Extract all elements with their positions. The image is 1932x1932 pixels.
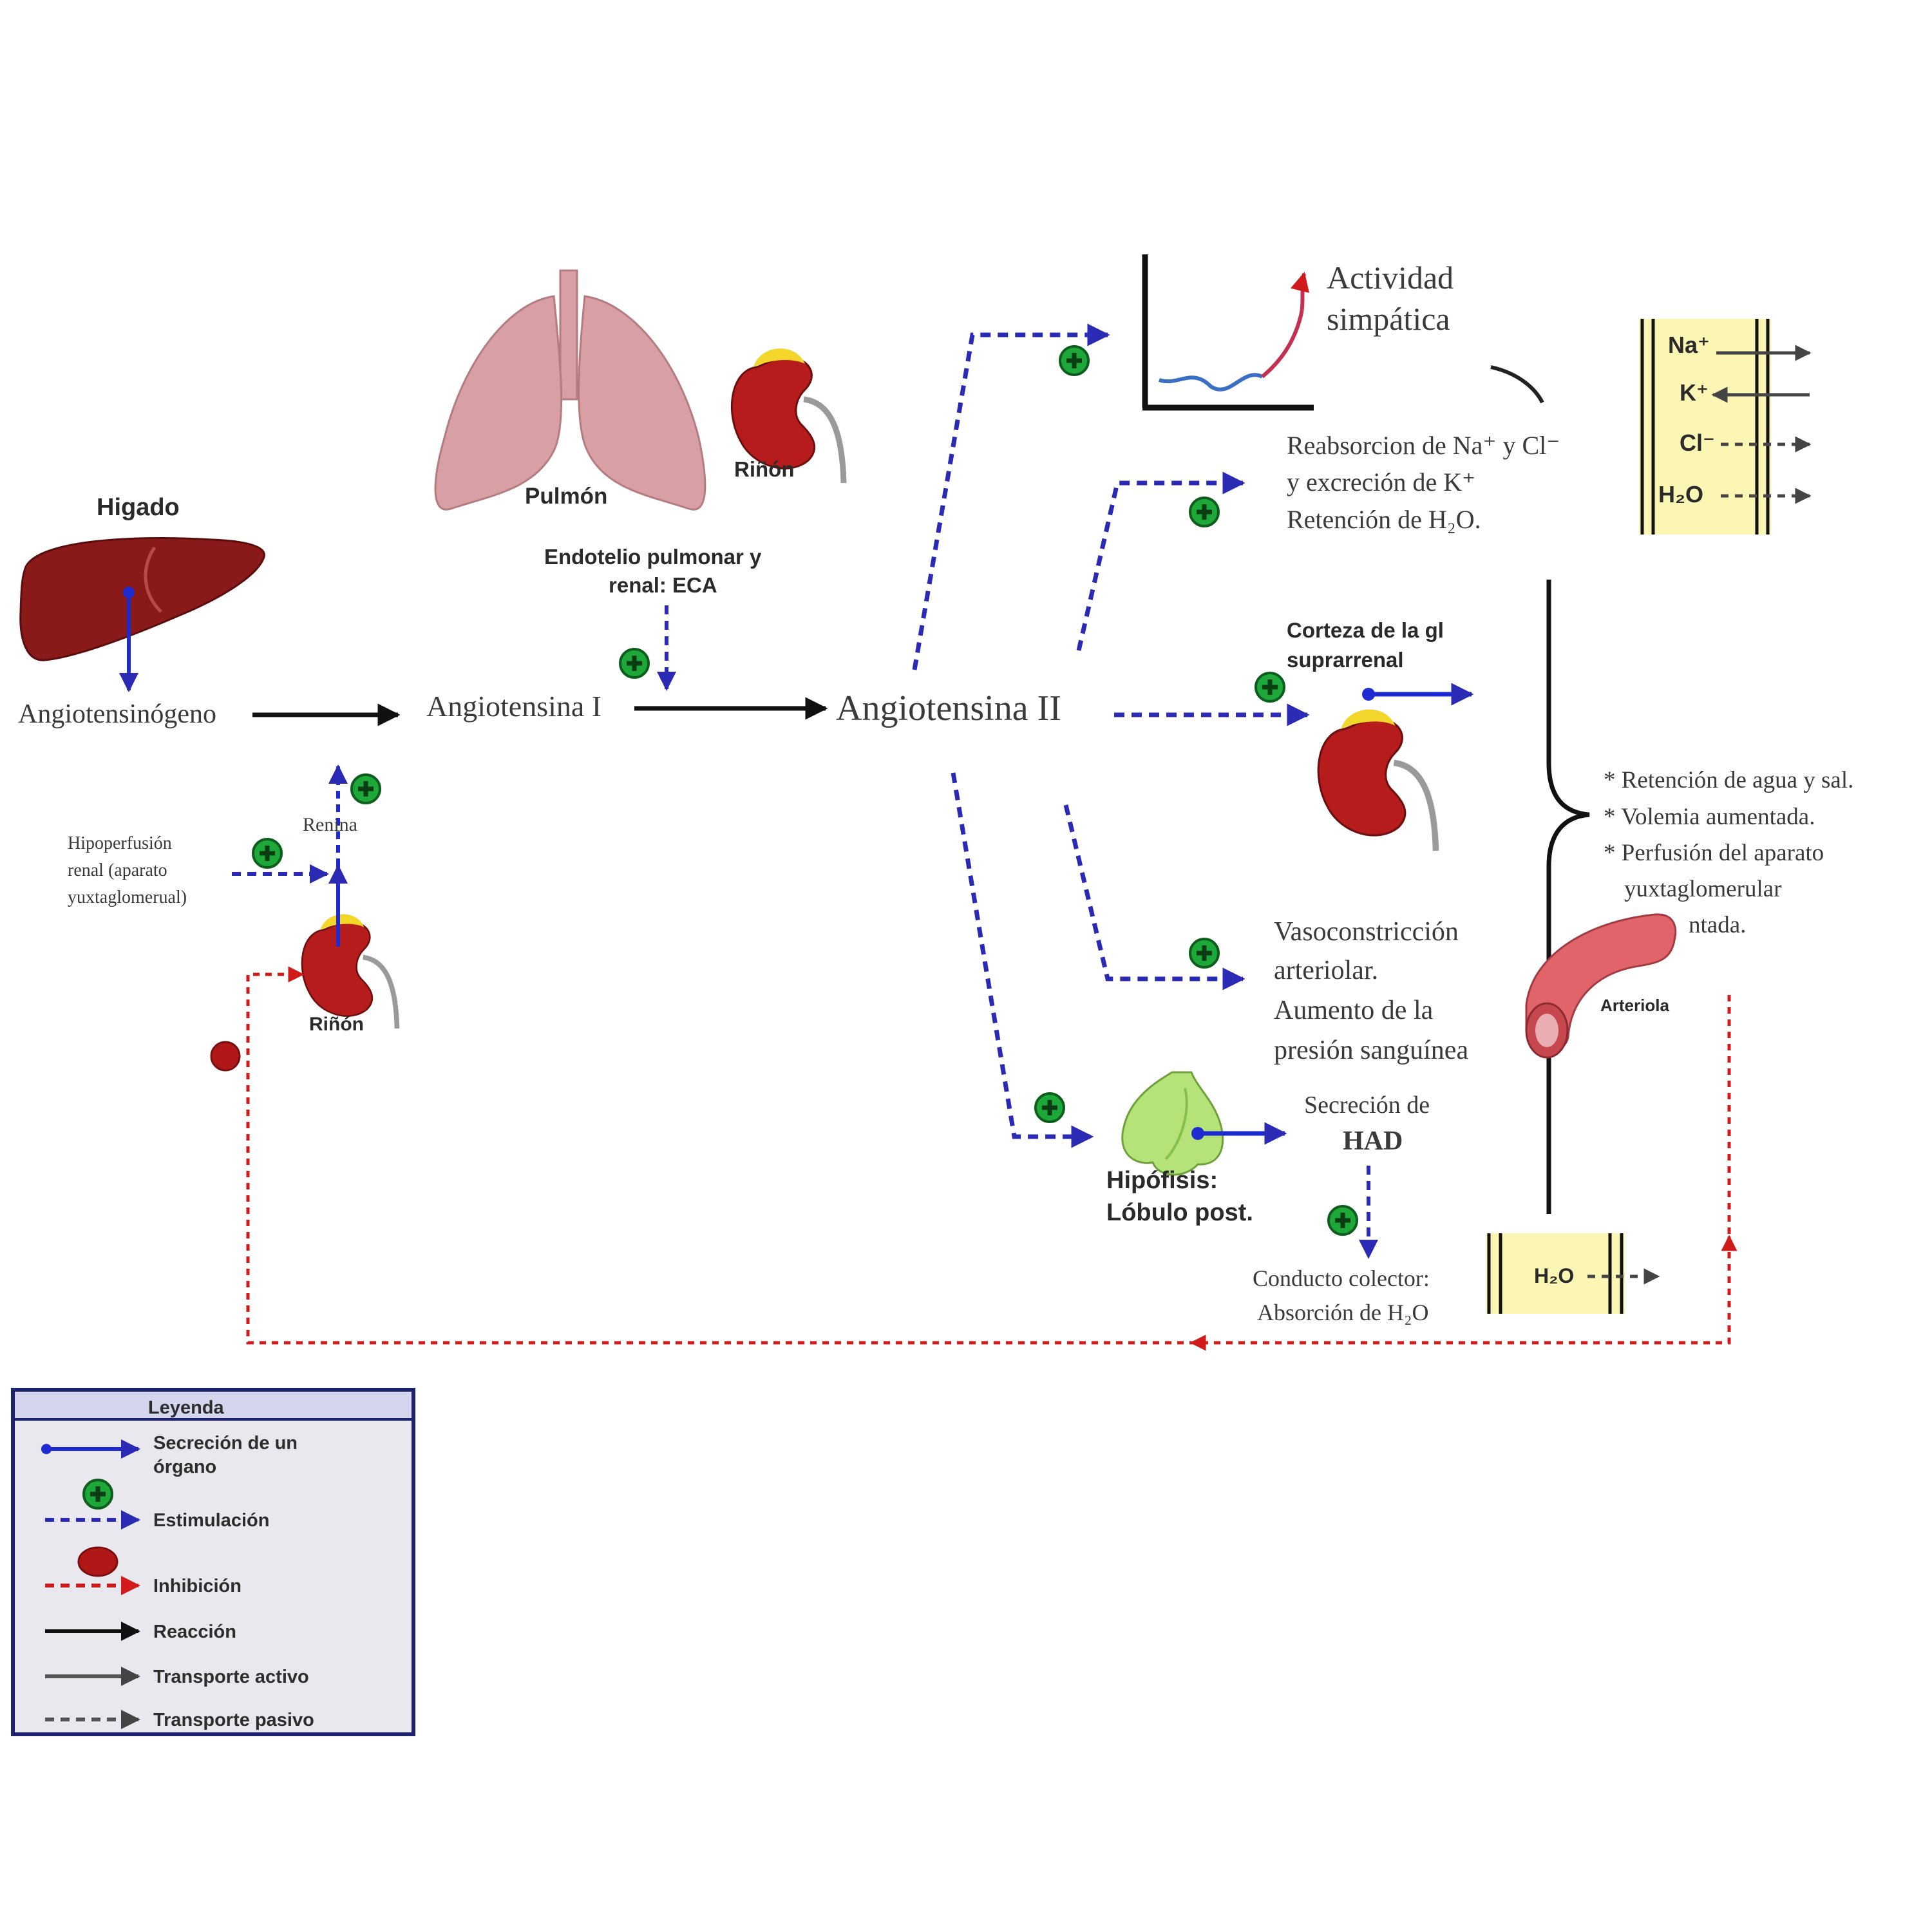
legend-title: Leyenda [148,1397,225,1418]
endothelium-line-2: renal: ECA [609,573,717,597]
legend-plus-icon [82,1479,113,1510]
stim-arrow-pituitary [951,772,1094,1148]
inhibition-red-icon [210,1041,241,1072]
collector-line-2: Absorción de H₂O [1257,1300,1429,1325]
summary-brace [1546,580,1590,1214]
reabsorption-line-1: Reabsorcion de Na⁺ y Cl⁻ [1287,431,1560,460]
adrenal-plus-icon [1255,672,1285,703]
hypoperfusion-line-3: yuxtaglomerual) [68,887,187,907]
reabsorption-plus-icon [1189,497,1220,527]
adh-secretion-line-1: Secreción de [1304,1092,1430,1119]
legend-active-label: Transporte activo [153,1667,309,1687]
collector-membrane-panel [1486,1233,1625,1314]
rising-graph-icon [1142,254,1314,411]
result-line-5: ntada. [1689,912,1746,938]
renin-label: Renina [303,814,357,835]
hypoperfusion-plus-icon [252,838,283,869]
hypoperfusion-line-1: Hipoperfusión [68,833,172,853]
adrenal-secretion-origin [1362,688,1375,701]
legend-reaction-label: Reacción [153,1622,236,1642]
liver-icon [19,536,265,661]
angiotensin-ii-label: Angiotensina II [836,688,1061,728]
arteriole-icon [1525,913,1677,1059]
reabsorption-line-2: y excreción de K⁺ [1287,468,1475,497]
pituitary-plus-icon [1034,1092,1065,1123]
lung-icon [434,269,706,511]
pituitary-line-2: Lóbulo post. [1106,1199,1253,1226]
sympathetic-plus-icon [1059,345,1090,376]
vasoconstriction-line-3: Aumento de la [1274,996,1434,1025]
legend-secretion-line-2: órgano [153,1457,216,1477]
arteriole-label: Arteriola [1600,996,1669,1015]
collector-line-1: Conducto colector: [1253,1265,1430,1291]
sympathetic-connector [1490,365,1544,404]
vasoconstriction-line-4: presión sanguínea [1274,1036,1468,1065]
stim-arrow-reabsorption [1076,471,1245,651]
collector-h2o-label: H₂O [1534,1264,1574,1287]
hypoperfusion-line-2: renal (aparato [68,860,167,880]
adh-plus-icon [1327,1205,1358,1236]
vasoconstriction-line-2: arteriolar. [1274,956,1378,985]
vasoconstriction-line-1: Vasoconstricción [1274,917,1459,947]
stim-arrow-sympathetic [912,323,1110,670]
legend-secretion-origin [41,1444,52,1454]
lung-label: Pulmón [525,484,607,509]
result-line-1: * Retención de agua y sal. [1604,767,1853,793]
liver-label: Higado [97,494,180,521]
ion-h2o-label: H₂O [1658,481,1703,507]
eca-plus-icon [619,648,650,679]
ion-cl-label: Cl⁻ [1680,430,1715,456]
angiotensinogen-label: Angiotensinógeno [18,699,216,729]
endothelium-line-1: Endotelio pulmonar y [544,545,762,569]
stim-arrow-vasoconstriction [1063,804,1245,990]
adh-secretion-line-2: HAD [1343,1126,1403,1156]
pituitary-icon [1121,1071,1224,1176]
vasoconstriction-plus-icon [1189,938,1220,969]
adrenal-line-2: suprarrenal [1287,648,1404,672]
reabsorption-line-3: Retención de H₂O. [1287,505,1481,534]
liver-secretion-origin [123,587,135,598]
ion-na-label: Na⁺ [1668,332,1710,358]
kidney-adrenal-icon [1318,710,1435,851]
ion-k-label: K⁺ [1680,379,1709,406]
kidney-left-icon [302,914,397,1028]
legend-secretion-line-1: Secreción de un [153,1433,298,1454]
inhibition-feedback-loop [246,966,1731,1345]
legend-stimulation-label: Estimulación [153,1510,270,1531]
result-line-4: yuxtaglomerular [1624,876,1782,902]
legend-inhibition-label: Inhibición [153,1576,242,1596]
sympathetic-line-2: simpática [1327,301,1450,337]
result-line-3: * Perfusión del aparato [1604,840,1824,866]
legend-passive-label: Transporte pasivo [153,1710,314,1730]
pituitary-line-1: Hipófisis: [1106,1167,1218,1194]
kidney-left-label: Riñón [309,1014,364,1035]
kidney-top-label: Riñón [734,457,794,481]
result-line-2: * Volemia aumentada. [1604,804,1815,830]
angiotensin-i-label: Angiotensina I [426,690,601,723]
adrenal-line-1: Corteza de la gl [1287,618,1444,642]
ion-membrane-panel [1639,319,1771,535]
legend-red-icon [77,1546,118,1577]
sympathetic-line-1: Actividad [1327,260,1454,296]
renin-plus-icon [350,773,381,804]
pituitary-secretion-origin [1191,1127,1204,1140]
